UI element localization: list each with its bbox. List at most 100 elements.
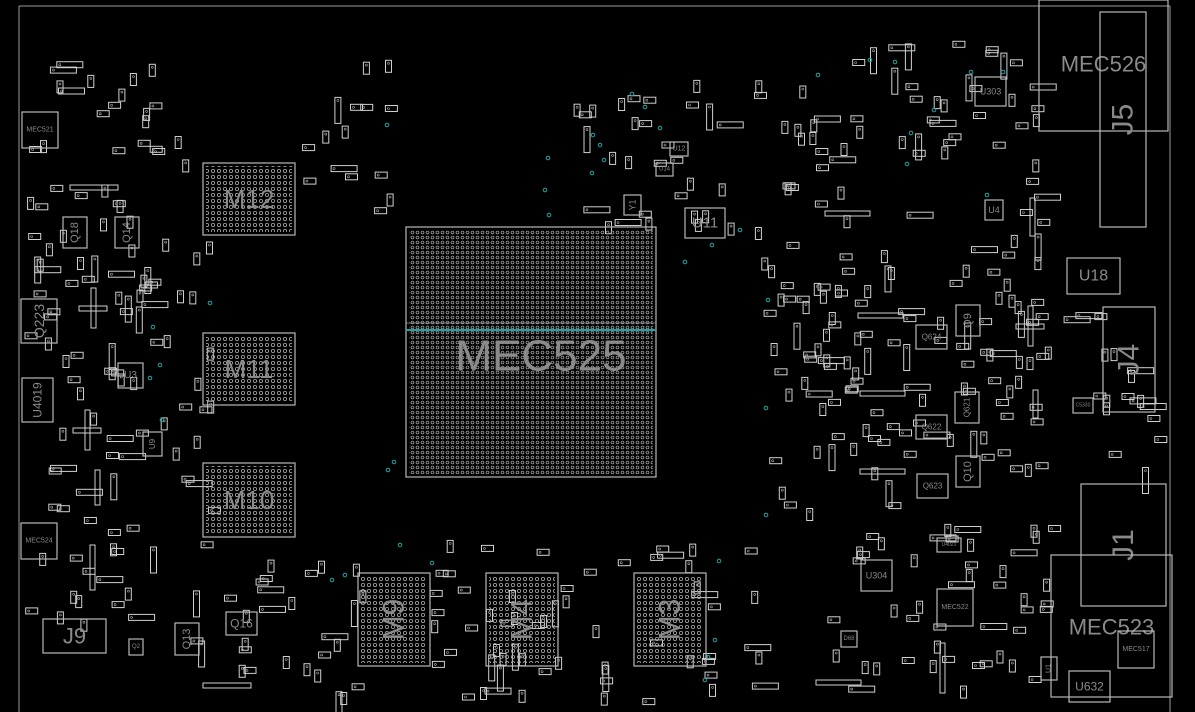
component-u3[interactable]: U3 [117,362,144,389]
via [867,57,873,63]
component-mec523[interactable]: MEC523 [1050,554,1173,698]
component-q16[interactable]: Q16 [225,611,258,636]
passive-pad [783,501,797,509]
passive-pad [259,605,286,613]
component-mec526[interactable]: MEC526 [1038,0,1169,132]
pad-pin [875,664,879,668]
component-q223[interactable]: Q223 [20,298,58,344]
component-mec517[interactable]: MEC517 [1117,630,1155,669]
component-m12[interactable]: M12 [202,162,296,236]
component-q13[interactable]: Q13 [174,622,200,656]
component-q624[interactable]: Q624 [915,324,948,350]
passive-pad [642,698,656,706]
passive-pad [862,424,870,438]
component-u1[interactable]: U1 [1040,656,1058,681]
pad-pin [376,173,380,177]
passive-pad [1010,234,1018,248]
component-m11[interactable]: M11 [202,332,296,406]
component-outline [405,226,657,478]
component-u4019[interactable]: U4019 [21,377,54,423]
component-mec521[interactable]: MEC521 [21,111,59,149]
component-u14[interactable]: U14 [655,162,674,177]
pad-pin [863,663,867,666]
passive-pad [59,427,67,441]
component-j5[interactable]: J5 [1099,11,1147,228]
pad-pin [859,553,862,556]
component-m9[interactable]: M9 [357,572,431,667]
pad-pin [365,63,368,67]
pad-pin [866,350,870,353]
component-j9[interactable]: J9 [42,618,107,654]
pad-pin [110,531,113,534]
component-j4[interactable]: J4 [1102,306,1156,413]
component-u12[interactable]: U12 [669,141,689,157]
component-m10[interactable]: M10 [202,462,296,538]
pad-pin [825,356,829,360]
component-outline [202,332,296,406]
passive-pad [686,101,699,109]
pad-pin [52,467,55,470]
passive-pad [785,184,799,191]
component-u11[interactable]: U11 [684,207,726,239]
vias-layer [147,57,1006,683]
pad-pin [852,117,856,121]
passive-pad [919,393,926,407]
pad-pin [689,179,692,183]
component-y1[interactable]: Y1 [623,194,642,216]
via [397,542,403,548]
passive-pad [47,308,61,316]
component-u303[interactable]: U303 [974,76,1007,107]
component-u632[interactable]: U632 [1068,670,1111,703]
pad-pin [1028,180,1031,183]
passive-pad [322,130,330,144]
pad-pin [950,583,953,587]
component-u9[interactable]: U9 [142,431,163,457]
component-q10[interactable]: Q10 [955,455,981,488]
component-mec524[interactable]: MEC524 [20,522,58,560]
pad-pin [830,401,833,404]
passive-pad [111,548,125,555]
component-q14[interactable]: Q14 [114,216,140,249]
component-mec525[interactable]: MEC525 [405,226,657,478]
passive-pad [1000,52,1008,80]
component-outline [955,304,981,337]
pad-pin [152,340,156,344]
passive-pad [804,355,818,363]
pad-pin [825,330,828,334]
pad-pin [1022,211,1025,214]
pad-pin [850,687,854,691]
pad-pin [704,212,707,216]
component-c5330[interactable]: C5330 [1072,397,1094,414]
component-q18[interactable]: Q18 [62,216,88,249]
pad-pin [464,695,467,699]
passive-pad [181,475,195,483]
component-j1[interactable]: J1 [1080,483,1167,607]
component-u4021[interactable]: U4021 [936,537,962,553]
passive-pad [200,541,214,549]
component-label: Q622 [922,423,942,432]
component-q2[interactable]: Q2 [128,638,144,656]
connector-strip [202,682,252,689]
passive-pad [995,291,1003,305]
pad-pin [1123,395,1127,398]
component-q622[interactable]: Q622 [915,414,948,440]
component-u304[interactable]: U304 [860,559,893,592]
component-d68[interactable]: D68 [840,630,858,648]
component-q623[interactable]: Q623 [916,473,949,499]
passive-pad [686,177,694,191]
connector-strip [859,390,906,397]
component-m3[interactable]: M3 [633,572,707,667]
passive-pad [845,385,859,393]
passive-pad [35,203,49,211]
component-q621[interactable]: Q621 [954,391,980,424]
pad-pin [259,588,263,592]
component-mec522[interactable]: MEC522 [936,588,974,627]
component-u18[interactable]: U18 [1066,257,1121,295]
component-m4[interactable]: M4 [485,572,559,667]
component-u4[interactable]: U4 [984,199,1004,221]
passive-pad [435,569,449,577]
passive-pad [1039,605,1053,613]
passive-pad [727,222,735,236]
component-q9[interactable]: Q9 [955,304,981,337]
